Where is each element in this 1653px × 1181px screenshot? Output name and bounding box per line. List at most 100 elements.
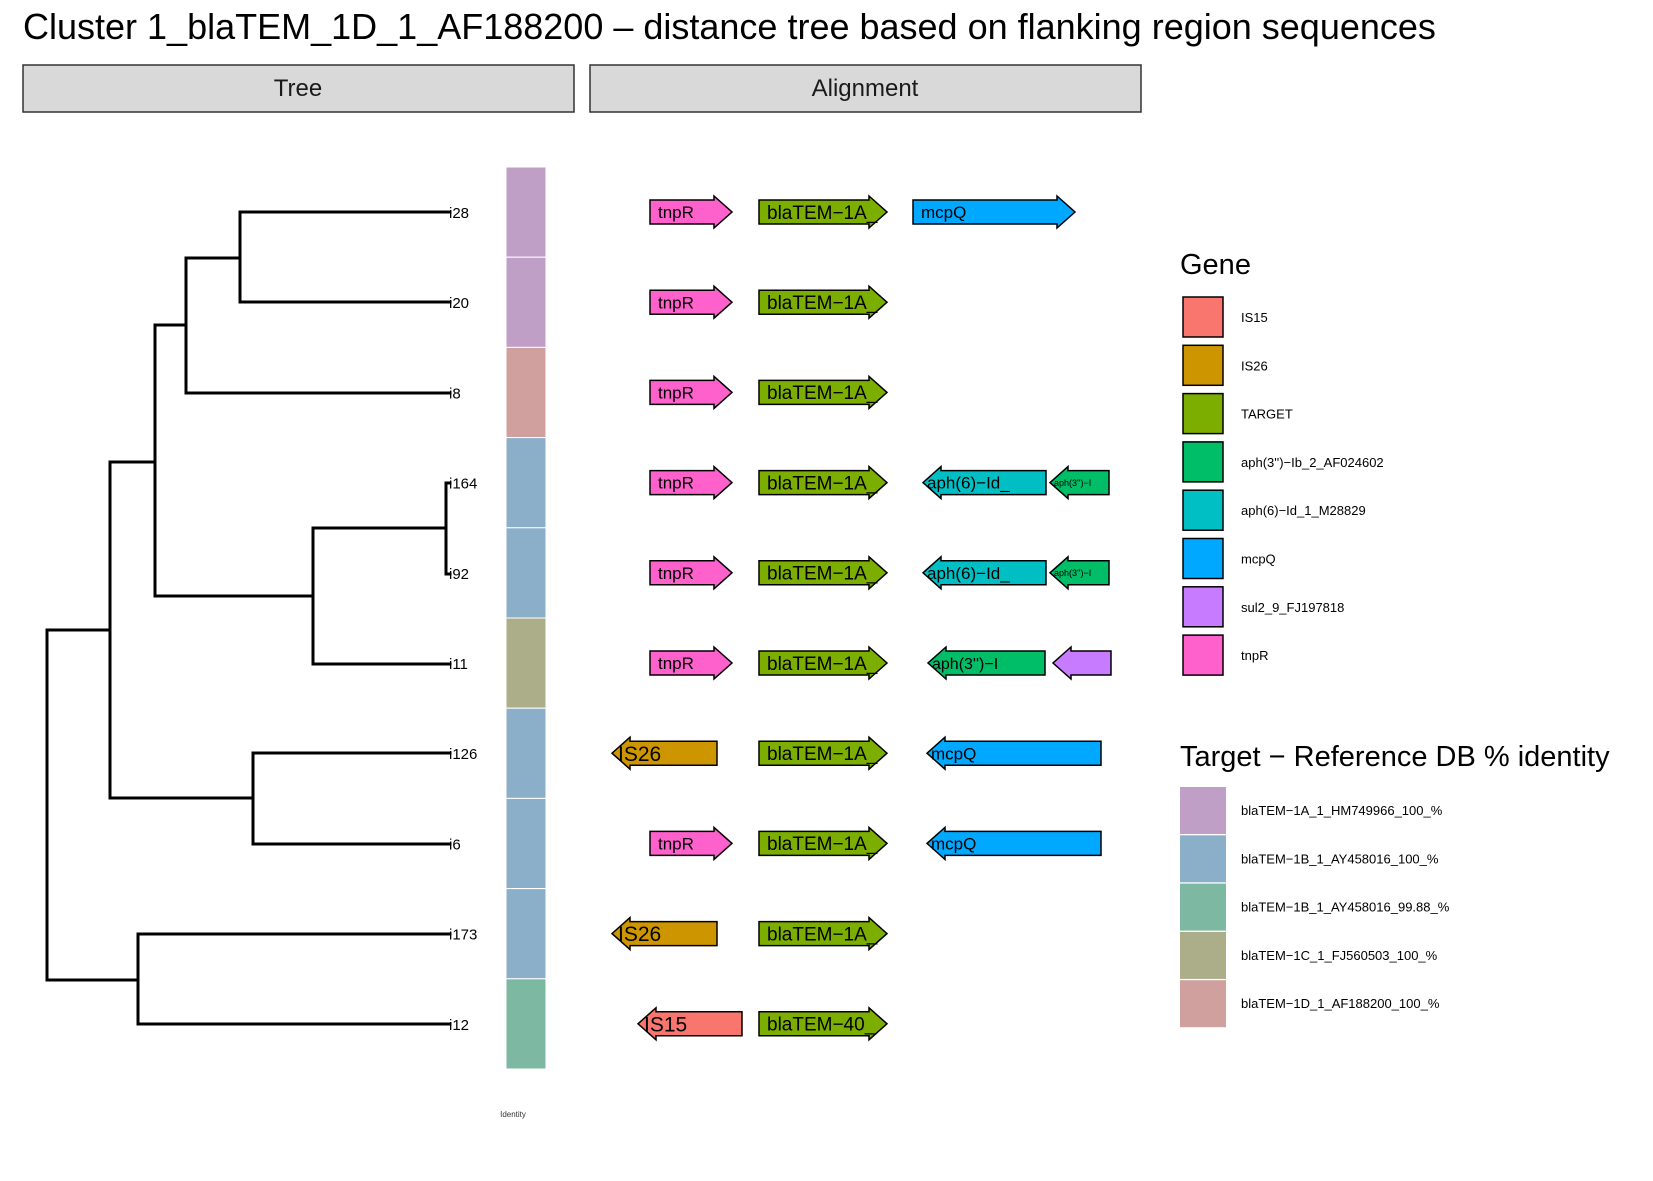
identity-tile <box>505 707 547 799</box>
gene-label: blaTEM−1A_ <box>767 744 878 765</box>
gene-legend-label: aph(6)−Id_1_M28829 <box>1241 503 1366 518</box>
gene-label: blaTEM−1A_ <box>767 293 878 314</box>
gene-arrow <box>912 194 1077 230</box>
gene-label: mcpQ <box>931 835 976 854</box>
identity-tile <box>505 437 547 529</box>
gene-arrow <box>649 464 734 501</box>
identity-tile <box>505 256 547 348</box>
gene-label: tnpR <box>658 654 694 673</box>
gene-arrow <box>758 374 889 411</box>
identity-legend-swatch <box>1180 980 1226 1028</box>
gene-label: mcpQ <box>931 744 976 763</box>
gene-arrow <box>649 555 734 591</box>
gene-label: blaTEM−40_ <box>767 1015 876 1036</box>
gene-legend-title: Gene <box>1180 249 1251 281</box>
alignment-row: tnpR blaTEM−1A_ mcpQ <box>649 194 1077 230</box>
identity-legend-label: blaTEM−1A_1_HM749966_100_% <box>1241 803 1443 818</box>
gene-legend-label: aph(3'')−Ib_2_AF024602 <box>1241 455 1384 470</box>
identity-tile <box>505 797 547 890</box>
gene-legend-swatch <box>1182 441 1224 483</box>
gene-label: blaTEM−1A_ <box>767 203 878 224</box>
gene-label: IS15 <box>644 1013 687 1036</box>
gene-arrow <box>758 915 889 952</box>
gene-arrow <box>610 735 718 771</box>
gene-arrow <box>1051 645 1112 681</box>
identity-legend-label: blaTEM−1B_1_AY458016_99.88_% <box>1241 900 1450 915</box>
dendrogram <box>45 210 452 1026</box>
gene-legend-swatch <box>1182 537 1224 580</box>
gene-arrow <box>758 825 889 862</box>
identity-legend-swatch <box>1180 931 1226 979</box>
gene-legend-label: TARGET <box>1241 407 1293 422</box>
identity-tile <box>505 888 547 980</box>
figure-title: Cluster 1_blaTEM_1D_1_AF188200 – distanc… <box>23 6 1436 47</box>
gene-arrow <box>926 645 1046 681</box>
gene-arrow <box>636 1006 743 1042</box>
identity-column <box>505 166 547 1070</box>
leaf-label: i173 <box>449 927 477 944</box>
gene-arrow <box>649 825 734 862</box>
gene-legend-label: IS15 <box>1241 310 1268 325</box>
identity-legend-label: blaTEM−1B_1_AY458016_100_% <box>1241 851 1439 866</box>
gene-label: blaTEM−1A_ <box>767 473 878 494</box>
identity-tile <box>505 978 547 1070</box>
identity-tile <box>505 617 547 709</box>
tree-panel-strip: Tree <box>22 64 575 113</box>
identity-tile <box>505 346 547 439</box>
gene-arrow <box>649 374 734 411</box>
alignment-row: IS26 blaTEM−1A_ <box>610 915 889 952</box>
gene-label: aph(3'')−I <box>932 656 998 673</box>
alignment-panel-strip: Alignment <box>589 64 1142 113</box>
gene-arrow <box>758 645 889 681</box>
gene-arrow <box>921 555 1047 591</box>
gene-label: aph(6)−Id_ <box>927 564 1010 583</box>
tree-panel-label: Tree <box>274 75 322 102</box>
leaf-label: i28 <box>449 205 469 222</box>
identity-legend-label: blaTEM−1C_1_FJ560503_100_% <box>1241 948 1438 963</box>
identity-legend-label: blaTEM−1D_1_AF188200_100_% <box>1241 996 1440 1011</box>
gene-label: blaTEM−1A_ <box>767 924 878 945</box>
alignment-row: tnpR blaTEM−1A_ aph(6)−Id_ aph(3'')−I <box>649 464 1110 501</box>
identity-legend: Target − Reference DB % identity blaTEM−1… <box>1180 741 1610 1028</box>
identity-tile <box>505 166 547 258</box>
gene-legend-label: IS26 <box>1241 358 1268 373</box>
gene-legend-swatch <box>1182 634 1224 676</box>
identity-legend-title: Target − Reference DB % identity <box>1180 741 1610 773</box>
gene-legend-label: sul2_9_FJ197818 <box>1241 600 1344 615</box>
gene-label: mcpQ <box>921 203 966 222</box>
leaf-label: i164 <box>449 476 477 493</box>
gene-arrow <box>925 735 1102 771</box>
identity-axis-label: Identity <box>500 1110 526 1119</box>
identity-legend-swatch <box>1180 835 1226 883</box>
gene-arrow <box>1048 555 1110 591</box>
gene-arrow <box>758 555 889 591</box>
gene-label: IS26 <box>618 923 661 946</box>
leaf-label: i126 <box>449 746 477 763</box>
leaf-label: i92 <box>449 566 469 583</box>
gene-legend-label: mcpQ <box>1241 552 1276 567</box>
identity-legend-swatch <box>1180 883 1226 931</box>
identity-tile <box>505 527 547 619</box>
gene-label: tnpR <box>658 293 694 312</box>
gene-legend-swatch <box>1182 586 1224 628</box>
gene-arrow <box>758 735 889 771</box>
alignment-panel-label: Alignment <box>812 75 919 102</box>
gene-arrow <box>921 464 1047 501</box>
gene-label: tnpR <box>658 203 694 222</box>
gene-label: tnpR <box>658 474 694 493</box>
gene-legend-swatch <box>1182 489 1224 531</box>
gene-arrow <box>649 284 734 320</box>
gene-label: aph(6)−Id_ <box>927 474 1010 493</box>
gene-label: blaTEM−1A_ <box>767 383 878 404</box>
gene-label: aph(3'')−I <box>1054 478 1091 488</box>
gene-label: tnpR <box>658 835 694 854</box>
leaf-label: i8 <box>449 385 461 402</box>
